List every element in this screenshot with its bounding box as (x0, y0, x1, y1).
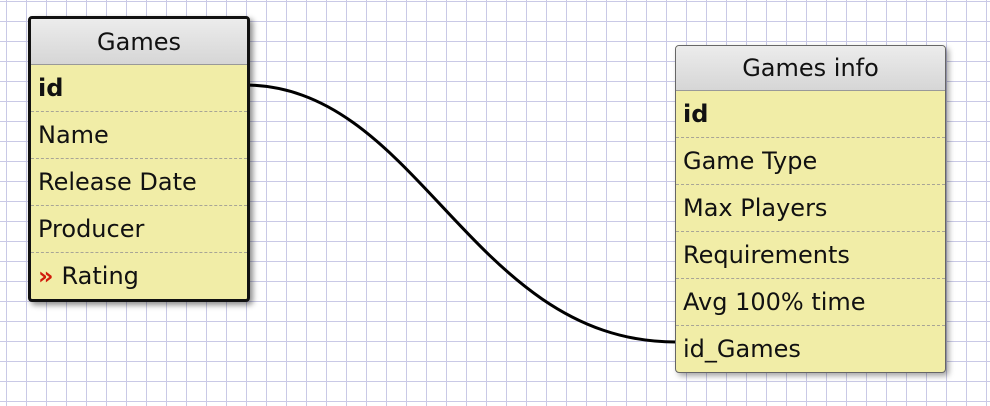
field-id[interactable]: id (676, 91, 945, 138)
field-label: Name (38, 121, 109, 149)
field-producer[interactable]: Producer (31, 206, 247, 253)
field-requirements[interactable]: Requirements (676, 232, 945, 279)
field-release-date[interactable]: Release Date (31, 159, 247, 206)
field-id[interactable]: id (31, 65, 247, 112)
foreign-key-icon: » (38, 262, 54, 290)
field-label: Avg 100% time (683, 288, 866, 316)
field-label: Requirements (683, 241, 850, 269)
table-games[interactable]: Games id Name Release Date Producer »Rat… (28, 16, 250, 302)
field-label: Release Date (38, 168, 197, 196)
field-label: Rating (61, 262, 139, 290)
field-name[interactable]: Name (31, 112, 247, 159)
field-label: Game Type (683, 147, 818, 175)
field-avg-time[interactable]: Avg 100% time (676, 279, 945, 326)
relation-line (243, 83, 677, 344)
table-games-header: Games (31, 19, 247, 65)
field-label: Max Players (683, 194, 828, 222)
field-game-type[interactable]: Game Type (676, 138, 945, 185)
field-rating[interactable]: »Rating (31, 253, 247, 299)
field-max-players[interactable]: Max Players (676, 185, 945, 232)
table-games-info-header: Games info (676, 46, 945, 91)
field-label: Producer (38, 215, 145, 243)
field-id-games[interactable]: id_Games (676, 326, 945, 372)
table-games-info[interactable]: Games info id Game Type Max Players Requ… (675, 45, 946, 373)
field-label: id_Games (683, 335, 801, 363)
field-label: id (683, 100, 709, 128)
field-label: id (38, 74, 64, 102)
